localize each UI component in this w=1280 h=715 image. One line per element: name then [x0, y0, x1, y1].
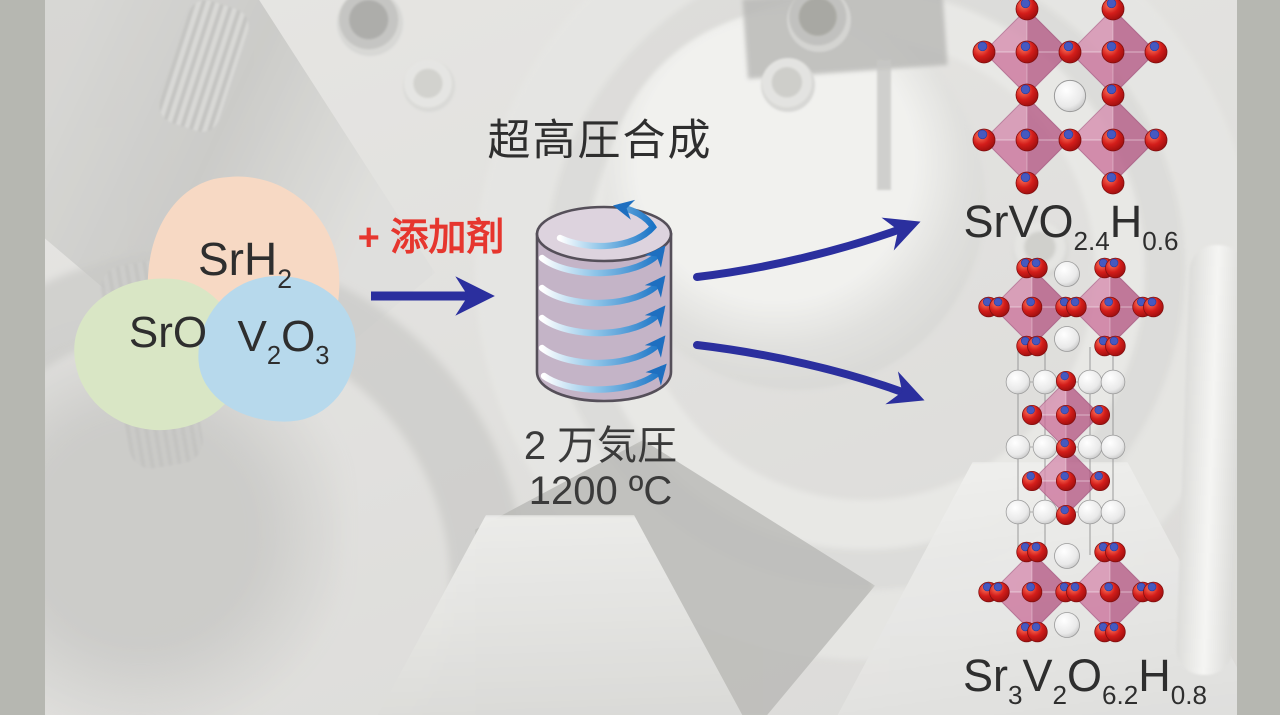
conditions-text: 2 万気圧 1200 ºC: [478, 424, 723, 514]
reactant-label-sro: SrO: [128, 308, 208, 357]
product-arrows-icon: [693, 217, 925, 405]
reactant-label-v2o3: V2O3: [237, 312, 330, 370]
temperature-value: 1200 ºC: [528, 469, 673, 513]
product2-label: Sr3V2O6.2H0.8: [962, 650, 1208, 711]
crystal-structure-layered: [975, 255, 1160, 660]
product1-label: SrVO2.4H0.6: [963, 196, 1179, 257]
pressure-capsule-icon: [535, 199, 673, 403]
additive-label: + 添加剤: [357, 217, 505, 259]
socket-bolt-icon: [787, 0, 851, 52]
hydrogen-atom: [1053, 79, 1087, 113]
left-gray-margin: [0, 0, 45, 715]
spiral-arrows-icon: [538, 199, 667, 393]
socket-bolt-icon: [403, 60, 455, 112]
photo-shape-rod: [877, 60, 891, 190]
socket-bolt-icon: [337, 0, 403, 56]
reaction-arrow-icon: [371, 276, 495, 316]
arrow-to-product1: [693, 217, 921, 281]
right-gray-margin: [1237, 0, 1280, 715]
socket-bolt-icon: [761, 58, 815, 112]
arrow-to-product2: [693, 341, 925, 405]
pressure-value: 2 万気圧: [523, 424, 678, 468]
process-title: 超高圧合成: [487, 117, 713, 165]
crystal-structure-perovskite: [975, 0, 1165, 197]
reactant-label-srh2: SrH2: [197, 233, 293, 295]
